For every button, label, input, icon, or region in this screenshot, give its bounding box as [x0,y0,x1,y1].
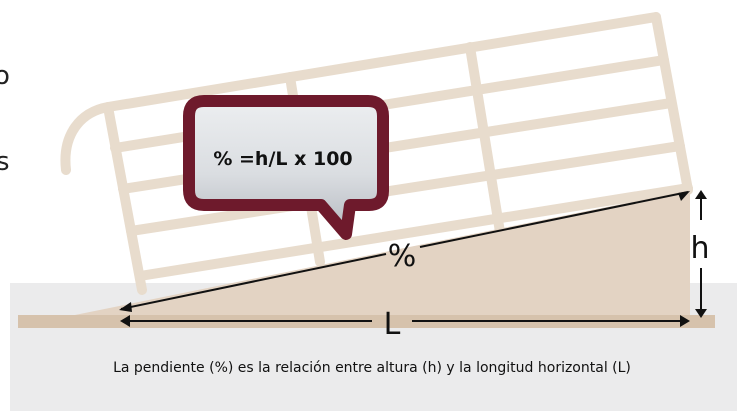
caption-text: La pendiente (%) es la relación entre al… [113,360,631,376]
formula-bubble: % =h/L x 100 [183,95,389,240]
slope-arrowhead-left [119,302,132,312]
height-arrowhead-bottom [695,309,707,318]
ramp-wedge [70,190,690,316]
bubble-dash [233,96,255,106]
height-arrowhead-top [695,190,707,199]
height-label: h [690,231,709,266]
formula-text: % =h/L x 100 [213,148,352,170]
length-arrowhead-left [120,315,130,327]
slope-label: % [388,239,417,274]
slope-line [120,253,387,310]
cropped-text-fragment: o [0,61,10,91]
length-arrowhead-right [680,315,690,327]
length-label: L [384,307,401,342]
slope-arrowhead-right [678,191,690,201]
slope-line [419,191,689,248]
cropped-text-fragment: s [0,147,10,177]
bubble-dot [218,97,226,105]
